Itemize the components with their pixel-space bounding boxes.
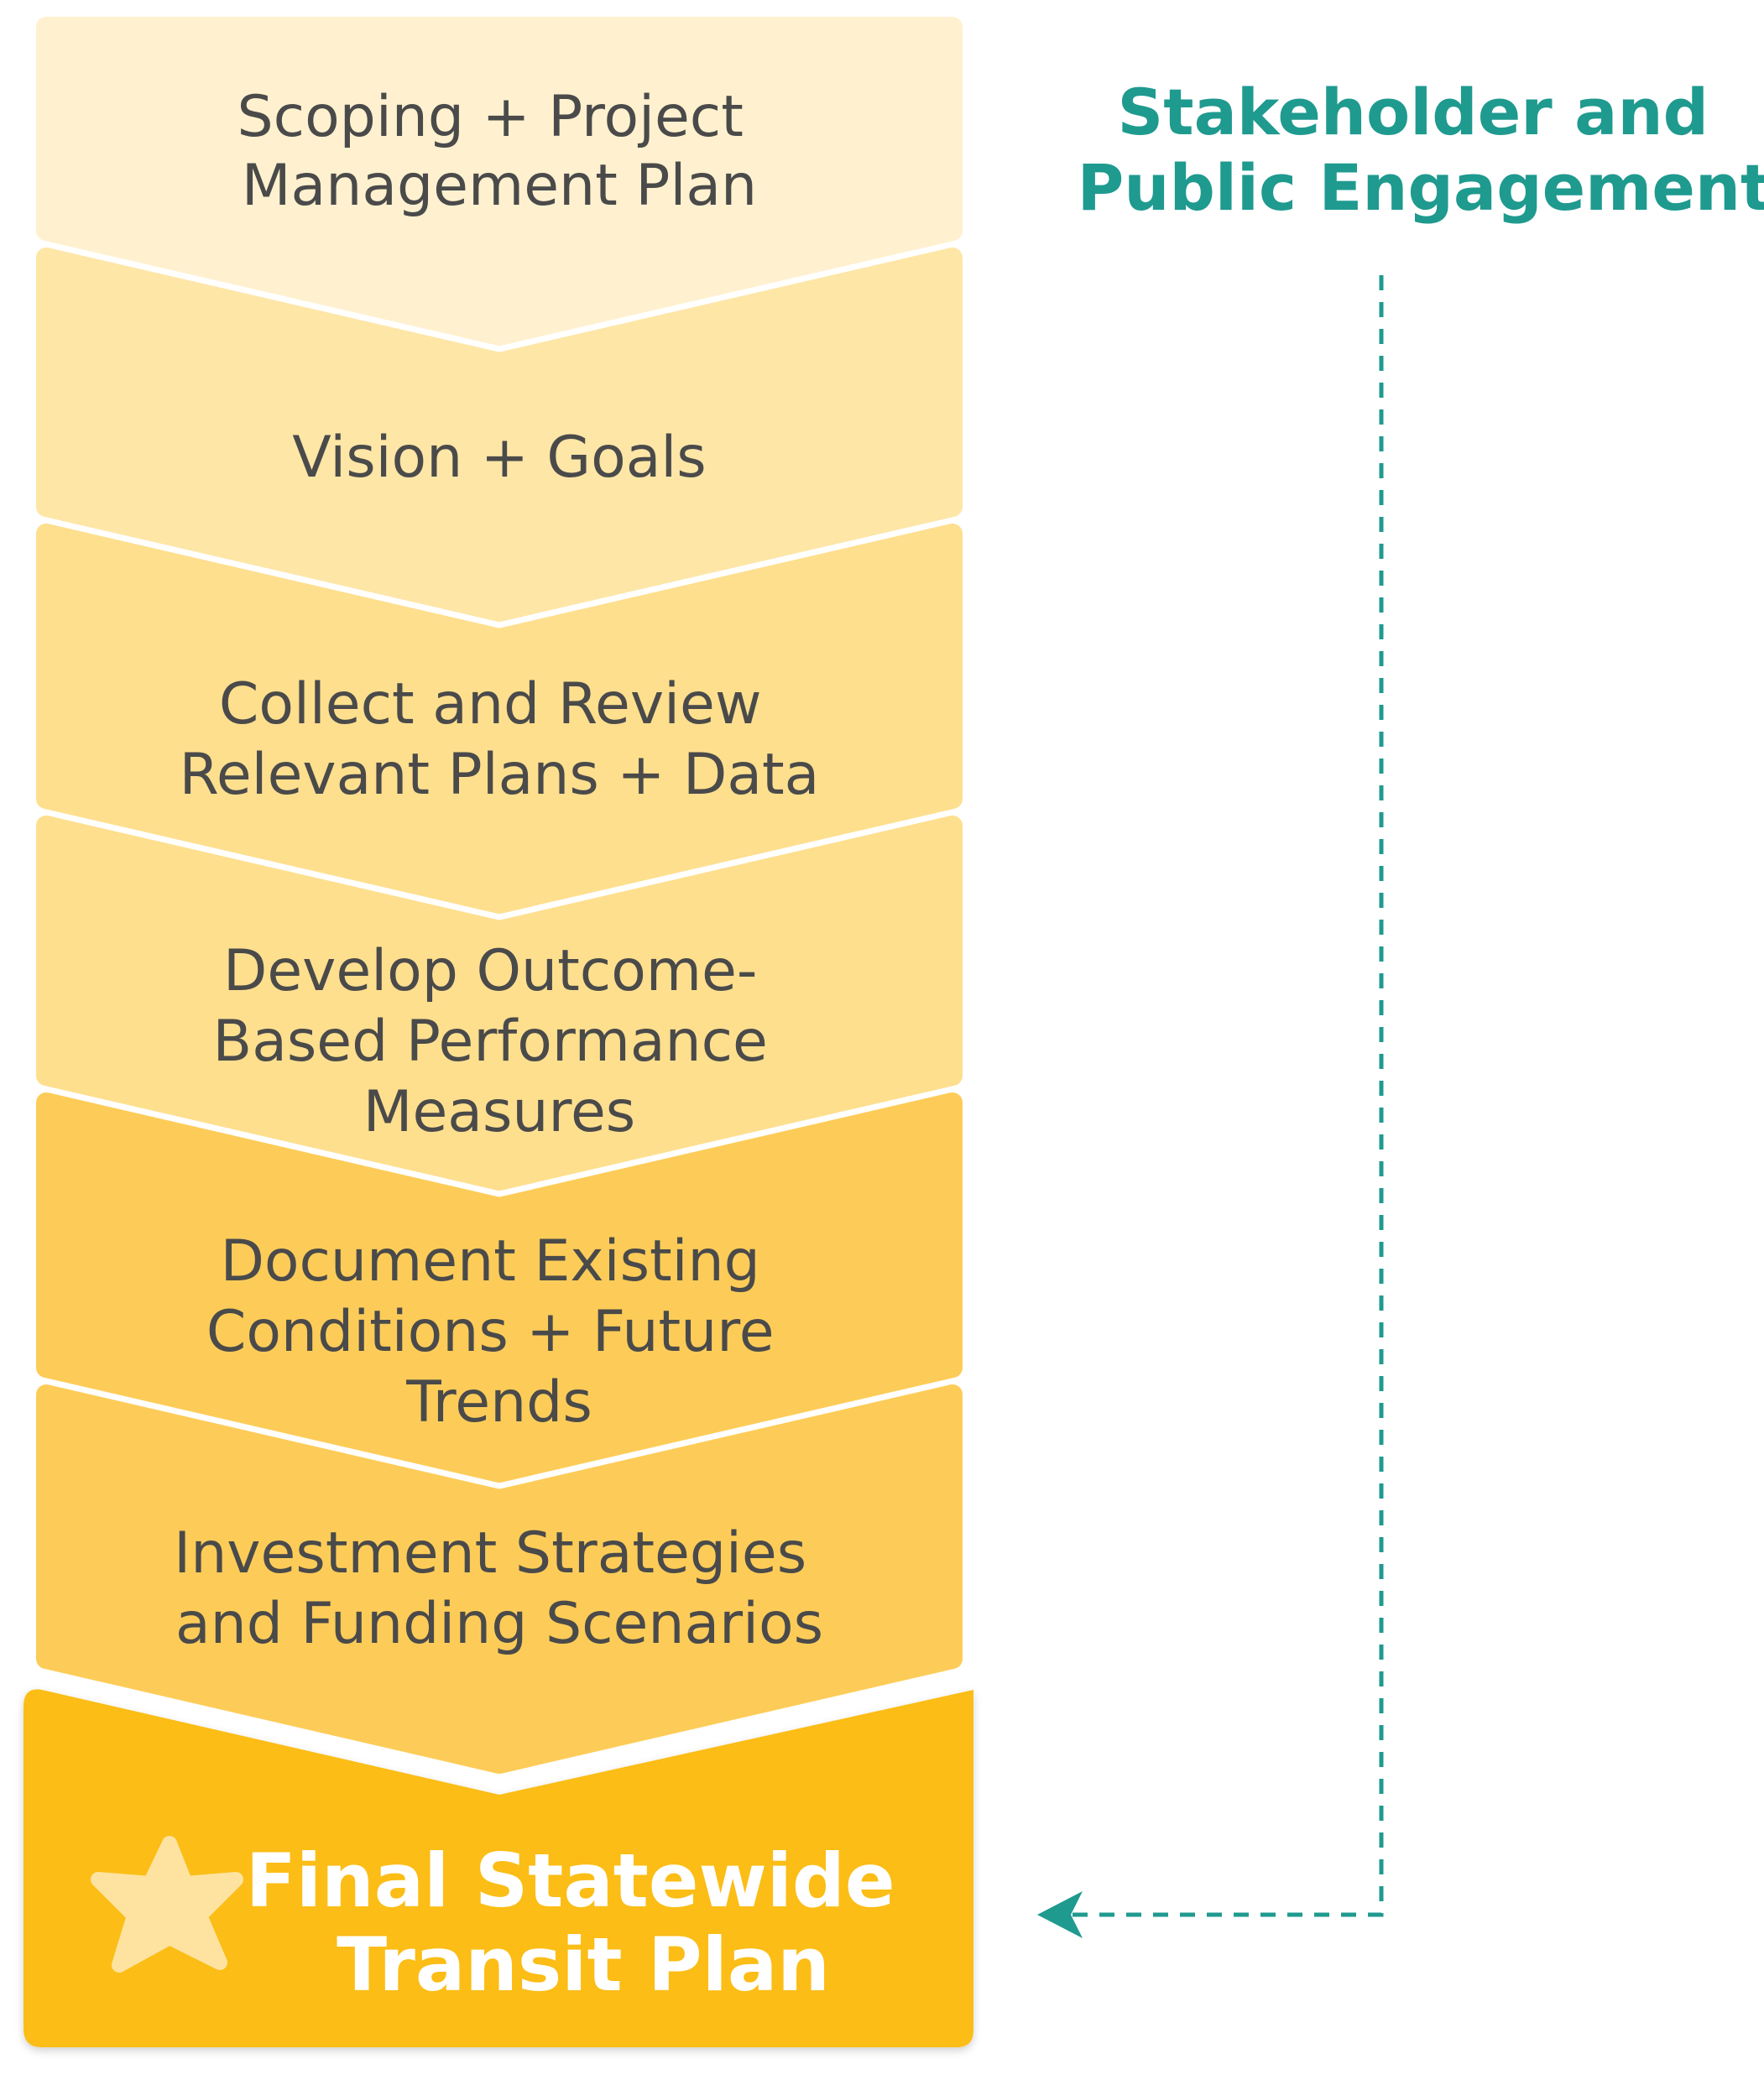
step-2-chevron — [36, 248, 963, 622]
step-6-label: Investment Strategies and Funding Scenar… — [174, 1520, 825, 1657]
step-6-chevron — [36, 1384, 963, 1774]
star-icon — [91, 1836, 243, 1973]
step-1-label: Scoping + Project Management Plan — [237, 84, 762, 219]
step-5-label: Document Existing Conditions + Future Tr… — [206, 1228, 792, 1436]
step-4-label: Develop Outcome- Based Performance Measu… — [213, 938, 786, 1145]
step-1-chevron — [36, 17, 963, 346]
step-4-chevron — [36, 816, 963, 1191]
step-5-chevron — [36, 1092, 963, 1483]
engagement-connector-line — [1064, 275, 1384, 1917]
step-2-label: Vision + Goals — [292, 425, 706, 491]
final-label: Final Statewide Transit Plan — [246, 1838, 921, 2008]
engagement-label: Stakeholder and Public Engagement — [1078, 75, 1764, 225]
final-block — [23, 1689, 973, 2047]
arrowhead-icon — [1037, 1891, 1083, 1938]
step-3-label: Collect and Review Relevant Plans + Data — [180, 671, 820, 808]
step-3-chevron — [36, 524, 963, 914]
